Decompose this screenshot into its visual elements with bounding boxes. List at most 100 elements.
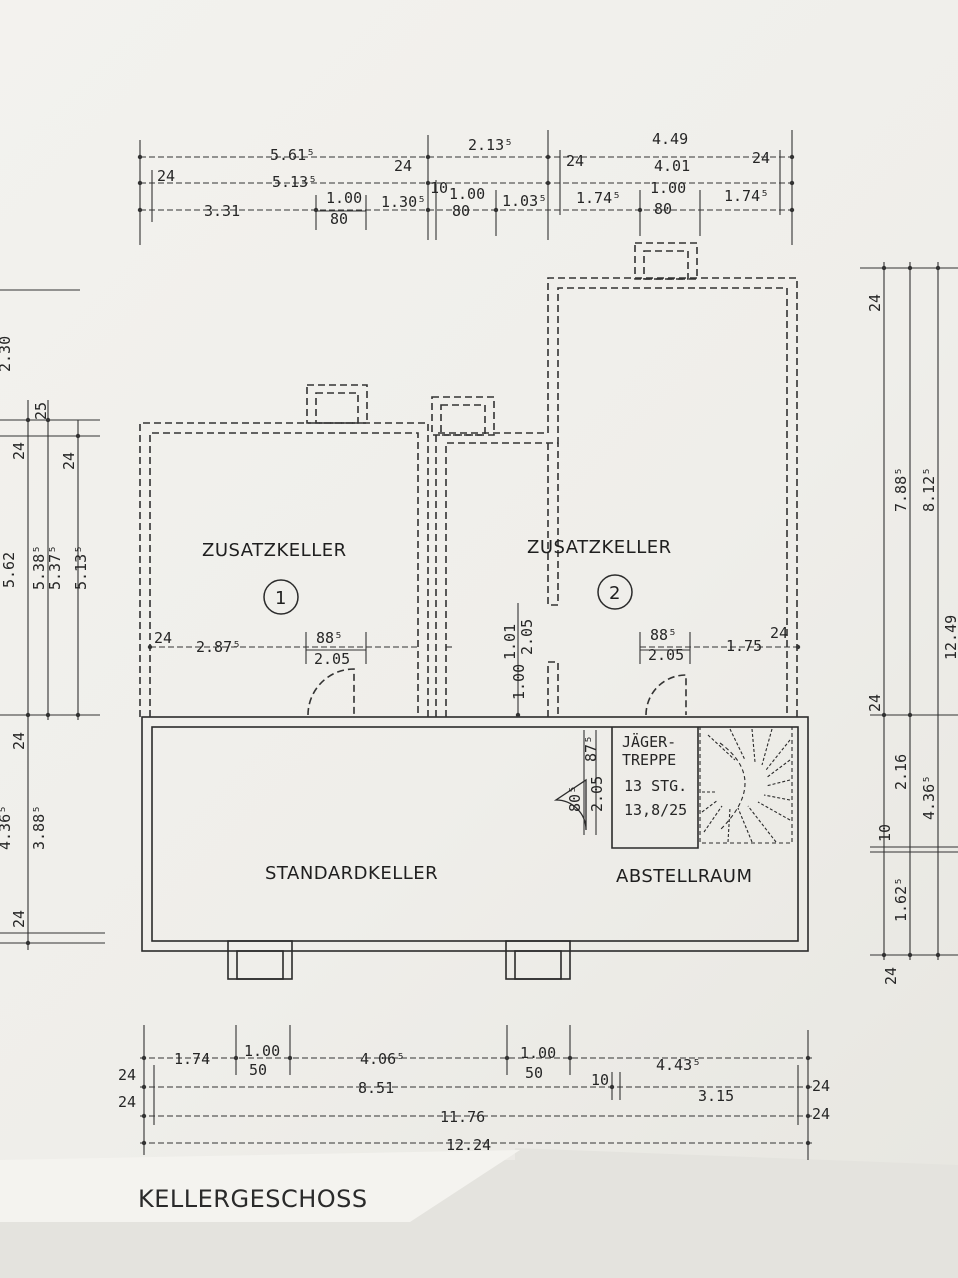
dim-label: 12.24: [446, 1136, 491, 1154]
dim-label: 1.03⁵: [502, 192, 547, 210]
dim-label: 24: [60, 452, 78, 470]
abstellraum-partition: [611, 727, 699, 849]
dim-label: 3.15: [698, 1087, 734, 1105]
dim-label: 80: [654, 200, 672, 218]
left-dimension-labels: 2.30 25 24 24 5.62 5.38⁵ 5.37⁵ 5.13⁵ 24 …: [0, 336, 90, 928]
dim-label: 24: [118, 1093, 136, 1111]
light-well-3-inner: [643, 250, 689, 280]
dim-label: 2.16: [892, 754, 910, 790]
dim-label: 11.76: [440, 1108, 485, 1126]
dim-label: 3.31: [204, 202, 240, 220]
dim-label: 2.05: [314, 650, 350, 668]
top-dimension-labels: 5.61⁵ 2.13⁵ 4.49 24 5.13⁵ 24 24 4.01 24 …: [157, 130, 770, 228]
dim-label: 24: [812, 1077, 830, 1095]
dim-label: 88⁵: [650, 626, 677, 644]
right-dimension-labels: 24 7.88⁵ 8.12⁵ 12.49 24 2.16 10 4.36⁵ 1.…: [866, 294, 958, 985]
doors: [307, 668, 687, 831]
zusatzkeller-2-outer: [435, 277, 798, 717]
dim-label: 7.88⁵: [892, 467, 910, 512]
dashed-walls: [139, 277, 798, 717]
dim-label: 24: [770, 624, 788, 642]
dim-label: 24: [394, 157, 412, 175]
light-well-1-inner: [315, 392, 359, 424]
dim-label: 24: [566, 152, 584, 170]
outer-walls: [141, 716, 809, 952]
dim-label: 24: [154, 629, 172, 647]
dimension-lines: [0, 130, 958, 1160]
dim-label: 5.37⁵: [46, 545, 64, 590]
dim-label: 5.38⁵: [30, 545, 48, 590]
dim-label: 1.75: [726, 637, 762, 655]
light-well-2-inner: [440, 404, 486, 436]
dim-label: 24: [866, 294, 884, 312]
dim-label: 80: [330, 210, 348, 228]
room-label-abstellraum: ABSTELLRAUM: [616, 866, 753, 887]
dim-label: 50: [249, 1061, 267, 1079]
dim-label: 2.30: [0, 336, 14, 372]
dim-label: 24: [882, 967, 900, 985]
dim-label: 3.88⁵: [30, 805, 48, 850]
dim-label: 1.62⁵: [892, 877, 910, 922]
dim-label: 24: [10, 732, 28, 750]
dim-label: 1.00: [650, 179, 686, 197]
partition-stub-bottom: [547, 661, 559, 717]
staircase: [699, 726, 793, 844]
dim-label: 24: [10, 442, 28, 460]
dim-label: 24: [866, 694, 884, 712]
dim-label: 5.62: [0, 552, 18, 588]
dim-label: 4.01: [654, 157, 690, 175]
stair-line-2: TREPPE: [622, 751, 676, 769]
stair-line-4: 13,8/25: [624, 801, 687, 819]
room-number-2: 2: [609, 583, 621, 604]
door-swing-1: [307, 668, 355, 716]
dim-label: 4.49: [652, 130, 688, 148]
dim-label: 1.00: [326, 189, 362, 207]
dim-label: 2.05: [588, 776, 606, 812]
dim-label: 25: [32, 402, 50, 420]
dim-label: 1.30⁵: [381, 193, 426, 211]
door-swing-3: [553, 778, 587, 831]
dim-label: 80: [452, 202, 470, 220]
interior-dimension-labels: 24 2.87⁵ 88⁵ 2.05 1.01 2.05 1.00 88⁵ 2.0…: [154, 619, 788, 812]
dim-label: 1.74: [174, 1050, 210, 1068]
light-well-5-inner: [514, 950, 562, 980]
dim-label: 80⁵: [566, 785, 584, 812]
light-wells: [227, 242, 698, 980]
dim-label: 2.87⁵: [196, 638, 241, 656]
light-well-3: [634, 242, 698, 280]
partition-stub-top: [547, 443, 559, 606]
paper-fold: [0, 1150, 520, 1222]
zusatzkeller-1-inner: [149, 432, 419, 717]
bottom-dimension-labels: 1.74 1.00 50 4.06⁵ 1.00 50 4.43⁵ 24 8.51…: [118, 1042, 830, 1154]
dim-label: 12.49: [942, 615, 958, 660]
room-label-zusatzkeller-1: ZUSATZKELLER: [202, 540, 347, 561]
dim-label: 4.06⁵: [360, 1050, 405, 1068]
dim-label: 1.00: [510, 664, 528, 700]
light-well-4-inner: [236, 950, 284, 980]
dim-label: 1.74⁵: [724, 187, 769, 205]
dim-label: 4.36⁵: [920, 775, 938, 820]
dim-label: 5.61⁵: [270, 146, 315, 164]
zusatzkeller-2-inner: [445, 287, 788, 717]
dim-label: 1.00: [520, 1044, 556, 1062]
dim-label: 5.13⁵: [72, 545, 90, 590]
dim-label: 1.01: [501, 624, 519, 660]
dim-label: 5.13⁵: [272, 173, 317, 191]
dim-label: 87⁵: [582, 735, 600, 762]
dim-label: 24: [752, 149, 770, 167]
room-number-1: 1: [275, 588, 287, 609]
dim-label: 24: [118, 1066, 136, 1084]
dim-label: 2.13⁵: [468, 136, 513, 154]
zusatzkeller-1-outer: [139, 422, 429, 717]
door-swing-2: [645, 674, 687, 716]
dim-label: 1.00: [244, 1042, 280, 1060]
dim-label: 24: [812, 1105, 830, 1123]
standardkeller-inner-wall: [151, 726, 799, 942]
room-label-zusatzkeller-2: ZUSATZKELLER: [527, 537, 672, 558]
stair-line-1: JÄGER-: [622, 732, 676, 751]
stair-label: JÄGER- TREPPE 13 STG. 13,8/25: [622, 732, 687, 819]
stair-line-3: 13 STG.: [624, 777, 687, 795]
plan-title: KELLERGESCHOSS: [138, 1185, 368, 1213]
